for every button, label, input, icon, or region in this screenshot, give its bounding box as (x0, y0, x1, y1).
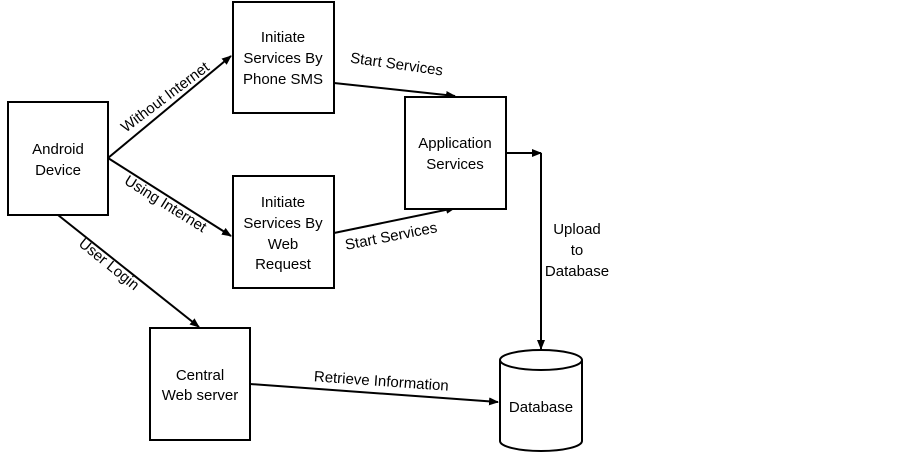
edge-android-to-central (57, 214, 200, 328)
initiate-sms-line-2: Services By (243, 50, 323, 67)
edge-android-to-sms (107, 55, 232, 159)
node-database: Database (499, 349, 583, 452)
node-initiate-web: Initiate Services By Web Request (232, 175, 335, 289)
node-central-web-server: Central Web server (149, 327, 251, 441)
database-cylinder-top (499, 349, 583, 371)
initiate-web-line-4: Request (255, 256, 312, 273)
edge-sms-to-app (333, 82, 456, 100)
initiate-web-box (232, 175, 335, 289)
initiate-sms-box (232, 1, 335, 114)
label-without-internet: Without Internet (118, 58, 213, 136)
label-user-login: User Login (75, 235, 142, 294)
node-initiate-sms: Initiate Services By Phone SMS (232, 1, 335, 114)
label-upload-line-2: to (571, 242, 584, 259)
edge-web-to-app (333, 205, 456, 234)
initiate-sms-line-1: Initiate (261, 29, 305, 46)
central-web-server-box (149, 327, 251, 441)
android-device-line-1: Android (32, 141, 84, 158)
initiate-web-line-1: Initiate (261, 194, 305, 211)
application-services-line-2: Services (426, 156, 484, 173)
android-device-box (7, 101, 109, 216)
label-upload-line-1: Upload (553, 221, 601, 238)
central-web-server-line-2: Web server (162, 387, 238, 404)
label-using-internet: Using Internet (121, 172, 210, 236)
android-device-line-2: Device (35, 162, 81, 179)
application-services-line-1: Application (418, 135, 491, 152)
node-application-services: Application Services (404, 96, 507, 210)
central-web-server-line-1: Central (176, 367, 224, 384)
database-label: Database (509, 399, 573, 416)
label-start-services-top: Start Services (349, 50, 444, 80)
initiate-sms-line-3: Phone SMS (243, 71, 323, 88)
edge-android-to-web (107, 157, 232, 237)
label-start-services-bottom: Start Services (344, 219, 439, 254)
node-android-device: Android Device (7, 101, 109, 216)
initiate-web-line-2: Services By (243, 215, 323, 232)
label-upload-line-3: Database (545, 263, 609, 280)
application-services-box (404, 96, 507, 210)
database-cylinder-body (499, 360, 583, 452)
initiate-web-line-3: Web (268, 236, 299, 253)
edge-central-to-database (249, 383, 499, 406)
